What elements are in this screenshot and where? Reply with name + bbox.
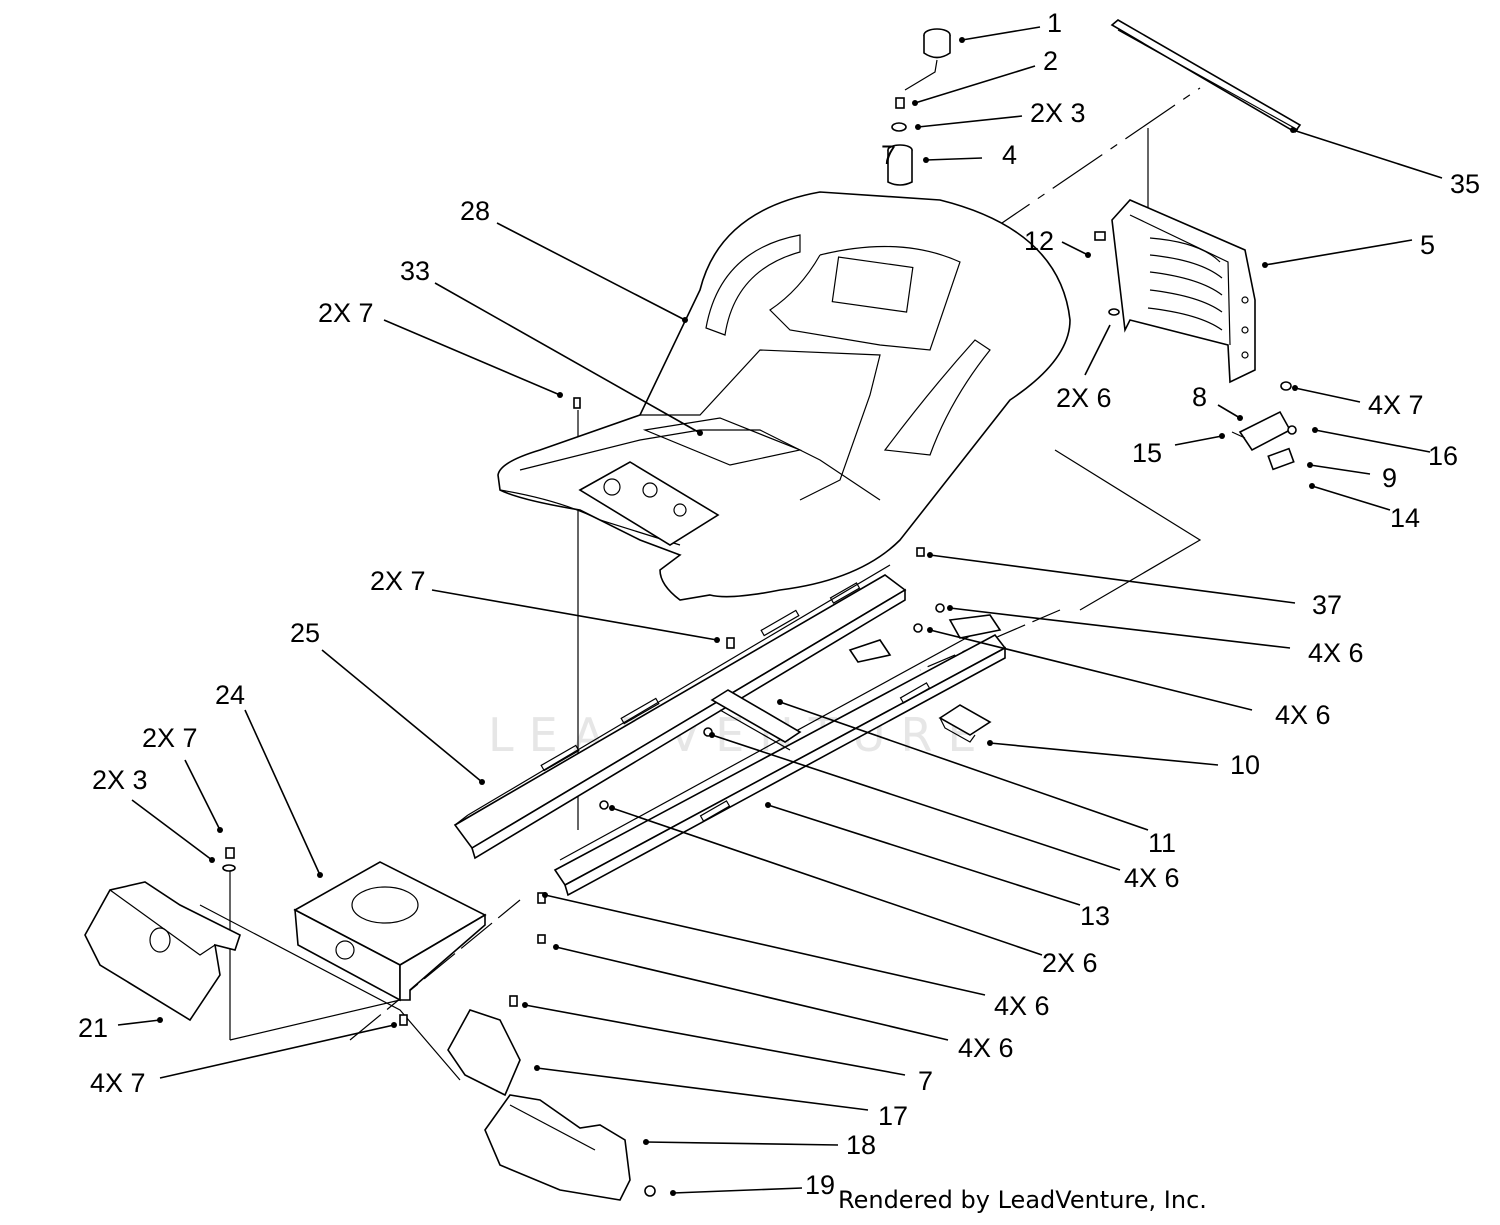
callout-18: 18 xyxy=(846,1130,877,1160)
callout-2x6-low: 2X 6 xyxy=(1042,948,1098,978)
callout-10: 10 xyxy=(1230,750,1261,780)
callout-3: 2X 3 xyxy=(1030,98,1086,128)
callout-8: 8 xyxy=(1192,382,1208,412)
part-24-plate xyxy=(293,861,487,1002)
callout-4x6-b: 4X 6 xyxy=(1275,700,1331,730)
leader-lines xyxy=(117,26,1443,1194)
callout-2x7-top: 2X 7 xyxy=(318,298,374,328)
part-5-shield xyxy=(1094,199,1292,391)
footer-credit: Rendered by LeadVenture, Inc. xyxy=(838,1186,1207,1214)
leader-dots xyxy=(157,37,1318,1196)
callout-35: 35 xyxy=(1450,169,1481,199)
callout-4x6-d: 4X 6 xyxy=(994,991,1050,1021)
callout-12: 12 xyxy=(1024,226,1055,256)
callout-2x3-left: 2X 3 xyxy=(92,765,148,795)
callout-7: 7 xyxy=(918,1066,934,1096)
callout-4x6-e: 4X 6 xyxy=(958,1033,1014,1063)
callout-1: 1 xyxy=(1047,8,1063,38)
callout-5: 5 xyxy=(1420,230,1436,260)
callout-2x7-mid: 2X 7 xyxy=(370,566,426,596)
callout-25: 25 xyxy=(290,618,321,648)
callout-2: 2 xyxy=(1043,46,1059,76)
callout-11: 11 xyxy=(1148,828,1177,858)
callout-9: 9 xyxy=(1382,463,1398,493)
callout-4: 4 xyxy=(1002,140,1018,170)
part-21-bracket xyxy=(84,881,241,1022)
part-25-rail xyxy=(453,564,907,860)
part-11-crossmember xyxy=(710,689,802,751)
callout-17: 17 xyxy=(878,1101,909,1131)
callout-15: 15 xyxy=(1132,438,1163,468)
callout-14: 14 xyxy=(1390,503,1421,533)
part-35-bar xyxy=(1110,19,1302,134)
part-28-fender xyxy=(497,191,1071,601)
part-13-rail xyxy=(553,624,1007,897)
callout-2x7-left: 2X 7 xyxy=(142,723,198,753)
part-33-plate xyxy=(578,417,803,546)
callout-28: 28 xyxy=(460,196,491,226)
part-10-bracket xyxy=(938,704,992,743)
part-18-shield xyxy=(484,1094,631,1201)
part-4-shaft xyxy=(887,144,913,186)
callout-37: 37 xyxy=(1312,590,1343,620)
callout-19: 19 xyxy=(805,1170,836,1200)
part-2-3-fasteners xyxy=(891,97,907,132)
part-1-knob xyxy=(904,28,951,91)
callout-4x6-c: 4X 6 xyxy=(1124,863,1180,893)
callout-2x6-right: 2X 6 xyxy=(1056,383,1112,413)
part-17-shield xyxy=(447,1009,521,1097)
callout-4x7-right: 4X 7 xyxy=(1368,390,1424,420)
callout-24: 24 xyxy=(215,680,246,710)
callout-33: 33 xyxy=(400,256,431,286)
fasteners xyxy=(222,397,945,1197)
part-37-bracket xyxy=(848,614,1002,663)
callout-4x7-left: 4X 7 xyxy=(90,1068,146,1098)
callout-16: 16 xyxy=(1428,441,1459,471)
part-8-bracket xyxy=(1231,410,1297,471)
callout-7-shaft: 7 xyxy=(881,140,897,170)
callout-13: 13 xyxy=(1080,901,1111,931)
callout-21: 21 xyxy=(78,1013,109,1043)
callout-4x6-a: 4X 6 xyxy=(1308,638,1364,668)
